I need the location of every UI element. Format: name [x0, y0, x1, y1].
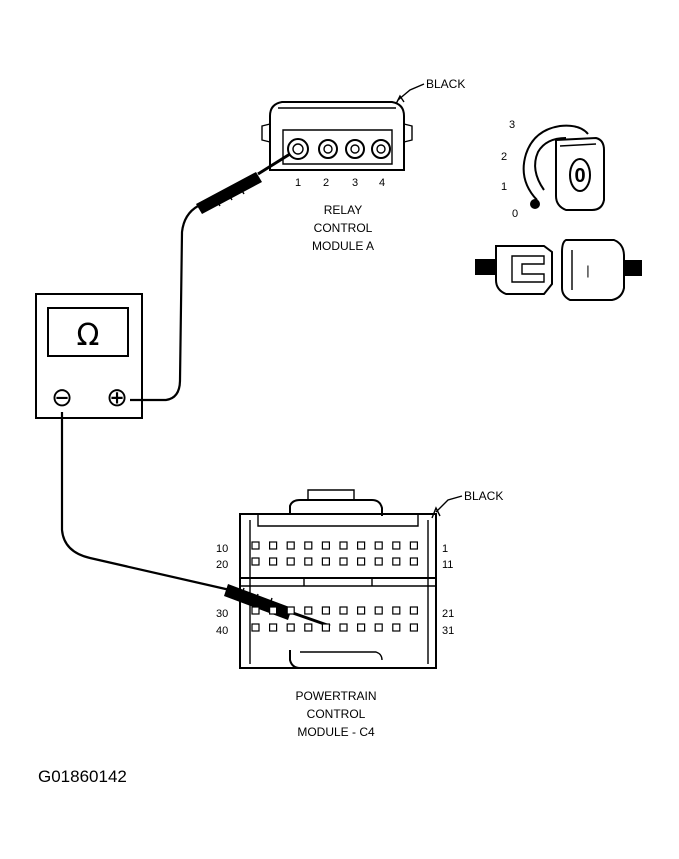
pcm-row-label-10: 10: [216, 543, 228, 555]
ohm-icon: Ω: [77, 318, 100, 353]
pcm-row-label-1: 1: [442, 543, 448, 555]
relay-pin-1-label: 1: [295, 177, 301, 189]
pcm-cavity: [251, 541, 260, 550]
pcm-name-line-2: CONTROL: [307, 707, 366, 721]
relay-name-line-2: CONTROL: [314, 221, 373, 235]
pcm-cavity: [286, 557, 295, 566]
pcm-cavity: [339, 557, 348, 566]
key-head-label: 0: [574, 165, 585, 187]
pcm-cavity: [339, 541, 348, 550]
pcm-color-label: BLACK: [464, 489, 503, 503]
pcm-row-label-30: 30: [216, 608, 228, 620]
pcm-row-label-40: 40: [216, 625, 228, 637]
pcm-cavity: [409, 606, 418, 615]
relay-color-label: BLACK: [426, 77, 465, 91]
pcm-name-line-3: MODULE - C4: [297, 725, 375, 739]
ignition-switch: 0: [522, 124, 605, 211]
relay-pin-holes: [287, 138, 391, 160]
positive-probe-icon: [196, 152, 291, 214]
negative-test-lead: [60, 412, 231, 592]
pcm-cavity: [392, 541, 401, 550]
pcm-cavity: [286, 623, 295, 632]
pcm-cavity: [269, 623, 278, 632]
pcm-cavity: [251, 606, 260, 615]
relay-name-line-1: RELAY: [324, 203, 362, 217]
pcm-cavity: [304, 541, 313, 550]
ignition-position-2-label: 2: [501, 151, 507, 163]
pcm-cavity: [321, 557, 330, 566]
pcm-cavity: [357, 623, 366, 632]
pcm-cavity: [374, 557, 383, 566]
pcm-connector: [239, 489, 463, 669]
cylinder-label: |: [586, 263, 589, 278]
positive-terminal-icon[interactable]: ⊕: [106, 383, 128, 413]
pcm-cavity: [251, 623, 260, 632]
pcm-cavity: [286, 541, 295, 550]
pcm-row-label-31: 31: [442, 625, 454, 637]
relay-pin-4-label: 4: [379, 177, 385, 189]
relay-pin-2-label: 2: [323, 177, 329, 189]
pcm-cavity: [339, 623, 348, 632]
pcm-row-label-11: 11: [442, 559, 453, 571]
ignition-cylinder-connector: |: [475, 239, 642, 301]
relay-connector: [261, 83, 425, 171]
pcm-cavity: [409, 557, 418, 566]
pcm-row-label-21: 21: [442, 608, 454, 620]
pcm-cavity: [304, 623, 313, 632]
pcm-cavity: [321, 541, 330, 550]
ohmmeter-display: [47, 307, 129, 357]
ignition-position-indicator-icon: [530, 199, 540, 209]
pcm-cavity: [409, 541, 418, 550]
pcm-cavity: [269, 606, 278, 615]
negative-terminal-icon[interactable]: ⊖: [51, 383, 73, 413]
pcm-cavity: [304, 606, 313, 615]
ohmmeter: Ω ⊖ ⊕: [35, 293, 143, 419]
ignition-position-0-label: 0: [512, 208, 518, 220]
pcm-row-label-20: 20: [216, 559, 228, 571]
relay-pin-3-label: 3: [352, 177, 358, 189]
pcm-cavity: [409, 623, 418, 632]
ohmmeter-body: [35, 293, 143, 419]
pcm-cavity: [304, 557, 313, 566]
positive-test-lead: [130, 205, 199, 402]
pcm-cavity: [392, 557, 401, 566]
pcm-cavity: [392, 623, 401, 632]
pcm-cavity: [374, 606, 383, 615]
pcm-cavity: [357, 541, 366, 550]
pcm-cavity: [321, 623, 330, 632]
pcm-cavity: [251, 557, 260, 566]
pcm-cavity: [269, 541, 278, 550]
pcm-cavity: [374, 623, 383, 632]
pcm-cavity: [357, 557, 366, 566]
pcm-name-line-1: POWERTRAIN: [295, 689, 376, 703]
pcm-cavity: [374, 541, 383, 550]
pcm-cavity: [392, 606, 401, 615]
figure-code: G01860142: [38, 767, 127, 786]
pcm-cavity: [339, 606, 348, 615]
pcm-cavity: [321, 606, 330, 615]
pcm-cavity: [286, 606, 295, 615]
ignition-position-1-label: 1: [501, 181, 507, 193]
ignition-position-3-label: 3: [509, 119, 515, 131]
pcm-cavity: [357, 606, 366, 615]
pcm-cavity-grid: [251, 541, 418, 632]
pcm-cavity: [269, 557, 278, 566]
relay-name-line-3: MODULE A: [312, 239, 374, 253]
